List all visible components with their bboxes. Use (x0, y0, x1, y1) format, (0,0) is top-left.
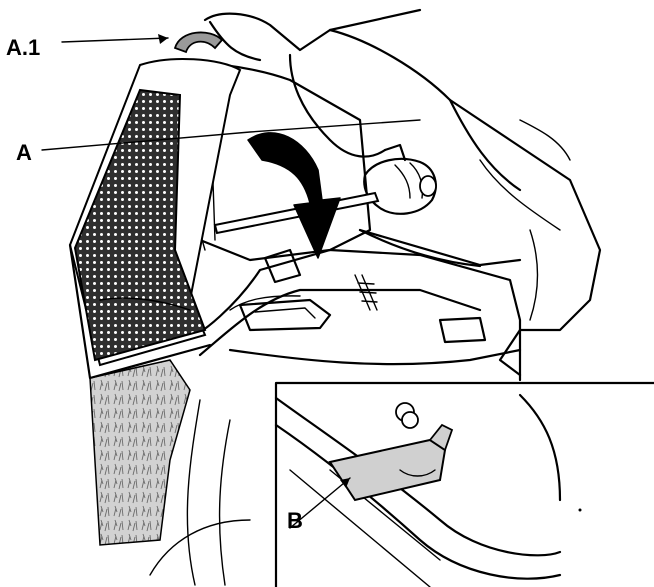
leader-lines (41, 34, 421, 151)
detail-inset (274, 381, 654, 587)
label-b: B (287, 508, 303, 533)
grass-catcher-bag (68, 58, 242, 380)
grass-area (89, 359, 191, 546)
dump-lever-rod (213, 191, 380, 235)
curved-arrow-down-icon (247, 132, 341, 259)
label-a1: A.1 (6, 35, 40, 60)
label-a: A (16, 140, 32, 165)
bag-handle (173, 31, 224, 54)
operator-figure (203, 8, 602, 377)
